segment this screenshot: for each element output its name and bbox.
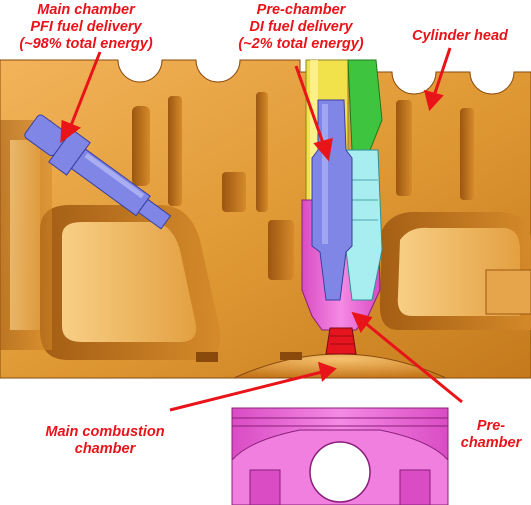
- label-main-chamber-pfi: Main chamber PFI fuel delivery (~98% tot…: [6, 2, 166, 53]
- label-pre-chamber: Pre- chamber: [458, 418, 524, 452]
- arrow-di: [294, 65, 326, 147]
- arrow-pre-chamber: [363, 320, 463, 404]
- arrow-pfi: [68, 51, 102, 129]
- label-cylinder-head: Cylinder head: [412, 28, 508, 45]
- arrow-main-combustion: [169, 370, 323, 412]
- arrow-cylinder-head: [432, 47, 452, 97]
- piston: [231, 407, 449, 505]
- label-main-chamber-pfi-line2: PFI fuel delivery: [30, 19, 142, 35]
- label-cylinder-head-text: Cylinder head: [412, 28, 508, 44]
- label-main-combustion-line1: Main combustion: [45, 424, 165, 440]
- label-pre-chamber-line2: chamber: [460, 435, 522, 451]
- label-pre-chamber-di-line2: DI fuel delivery: [249, 19, 353, 35]
- label-main-chamber-pfi-line1: Main chamber: [37, 2, 135, 18]
- cylinder-head: [0, 59, 531, 379]
- pfi-injector: [24, 114, 172, 230]
- label-pre-chamber-di-line3: (~2% total energy): [238, 36, 364, 52]
- di-injector-assembly: [301, 59, 383, 355]
- label-pre-chamber-di: Pre-chamber DI fuel delivery (~2% total …: [222, 2, 380, 53]
- label-main-combustion-line2: chamber: [74, 441, 136, 457]
- label-main-chamber-pfi-line3: (~98% total energy): [19, 36, 153, 52]
- annotation-arrows: [60, 47, 463, 412]
- label-pre-chamber-line1: Pre-: [476, 418, 506, 434]
- label-main-combustion-chamber: Main combustion chamber: [30, 424, 180, 458]
- label-pre-chamber-di-line1: Pre-chamber: [256, 2, 346, 18]
